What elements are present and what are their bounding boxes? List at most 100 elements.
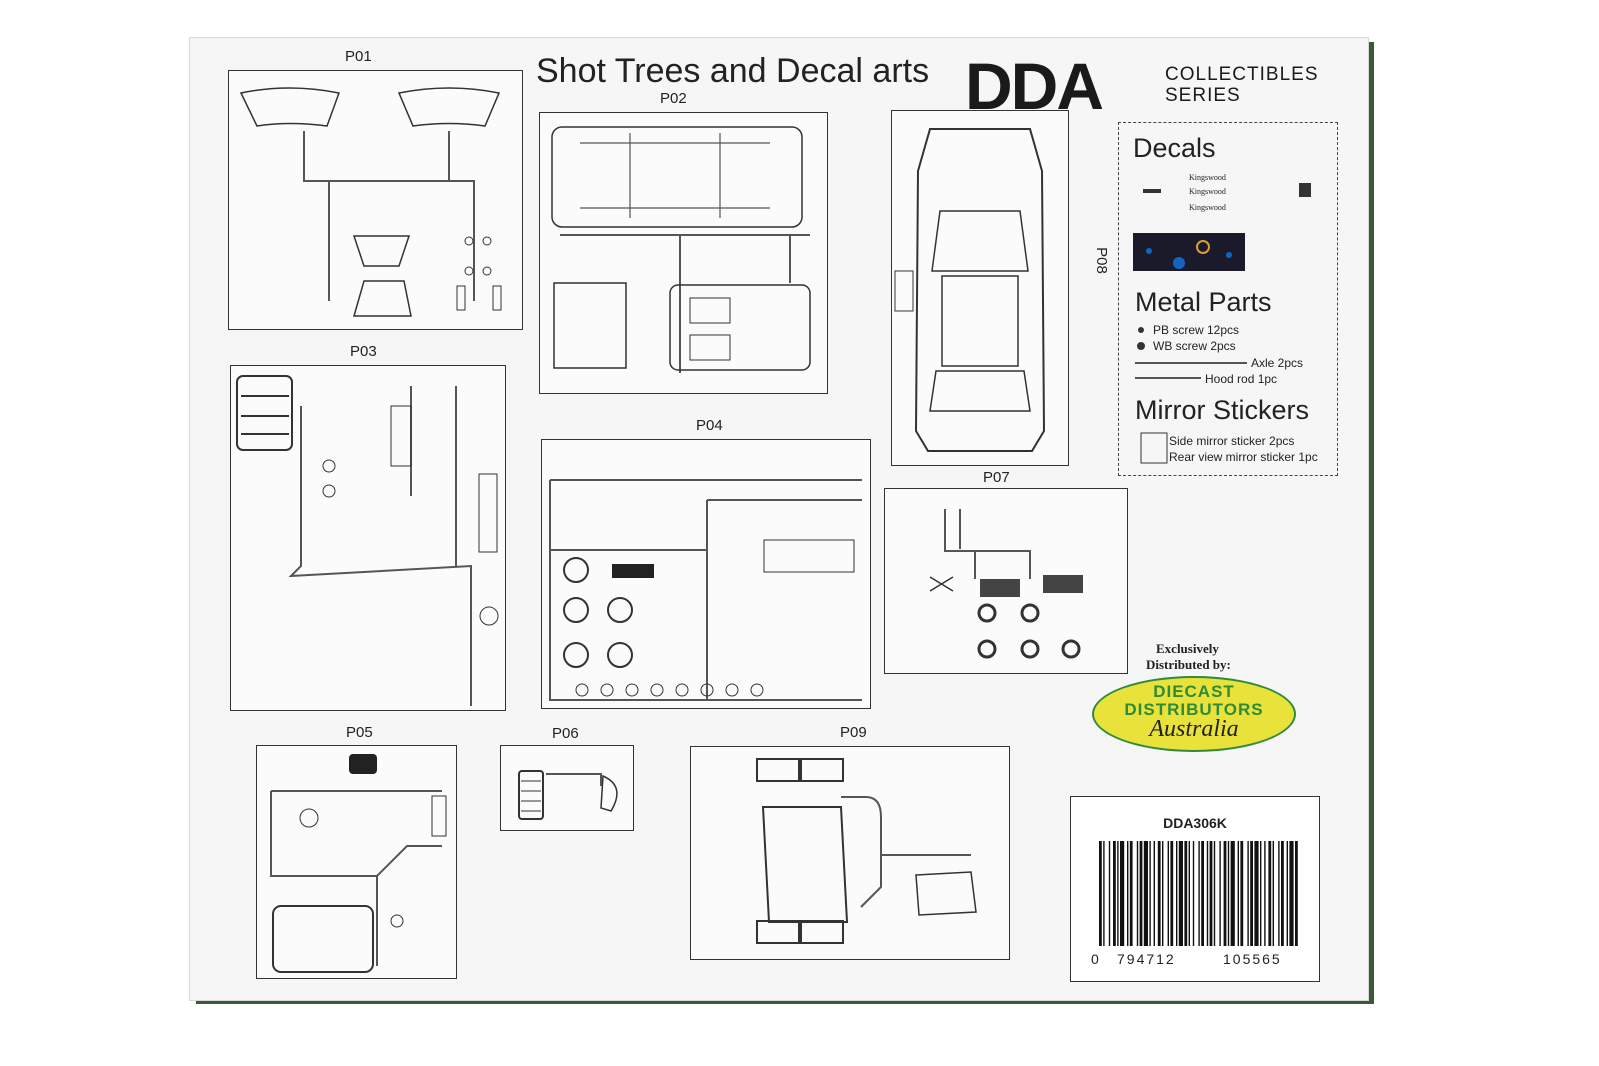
barcode-bar [1272,841,1274,946]
logo-australia: Australia [1149,716,1239,742]
metal-item-3: Axle 2pcs [1251,356,1304,370]
metal-parts-drawing [1135,327,1247,379]
sku-label: DDA306K [1163,815,1227,831]
barcode-bar [1157,841,1161,946]
brand-subtitle: COLLECTIBLES SERIES [1165,64,1319,106]
barcode-bar [1268,841,1272,946]
barcode-bar [1209,841,1213,946]
logo-diecast: DIECAST [1153,682,1235,701]
barcode-box: DDA306K 0 794712 105565 [1070,796,1320,982]
barcode-bar [1289,841,1294,946]
barcode-bar [1108,841,1111,946]
barcode-bar [1250,841,1253,946]
sprue-drawing-p01 [239,87,502,317]
barcode-bar [1264,841,1266,946]
sprue-panel-p08 [891,110,1069,466]
barcode-bar [1254,841,1259,946]
brand-sub-2: SERIES [1165,85,1241,106]
barcode-bar [1201,841,1204,946]
panel-label-p08: P08 [1092,247,1110,274]
mirror-item-2: Rear view mirror sticker 1pc [1169,450,1318,464]
barcode-bar [1213,841,1216,946]
barcode-bar [1117,841,1119,946]
barcode-bar [1120,841,1125,946]
metal-parts-heading: Metal Parts [1135,287,1272,317]
panel-label-p01: P01 [345,48,372,65]
panel-label-p04: P04 [696,417,723,434]
distributor-logo: DIECAST DISTRIBUTORS Australia [1092,676,1296,752]
sprue-drawing-p04 [549,479,862,701]
barcode-bar [1139,841,1143,946]
sprue-panel-p06 [500,745,634,831]
sprue-drawing-p03 [236,375,499,706]
barcode-bar [1099,841,1102,946]
barcode-bar [1188,841,1190,946]
page-title: Shot Trees and Decal arts [536,52,930,90]
sprue-panel-p09 [690,746,1010,960]
decal-kingswood-2: Kingswood [1189,187,1226,196]
barcode-bar [1281,841,1284,946]
panel-label-p09: P09 [840,724,867,741]
metal-item-1: PB screw 12pcs [1153,323,1240,337]
decal-sheet-drawing [1133,183,1311,271]
decal-kingswood-3: Kingswood [1189,203,1226,212]
barcode-bar [1127,841,1129,946]
metal-item-4: Hood rod 1pc [1205,372,1278,386]
barcode-bar [1247,841,1249,946]
panel-label-p02: P02 [660,90,687,107]
barcode-bar [1136,841,1139,946]
barcode-bar [1237,841,1239,946]
mirror-item-1: Side mirror sticker 2pcs [1169,434,1295,448]
sprue-drawing-p02 [551,126,811,373]
barcode-bar [1286,841,1288,946]
sprue-drawing-p07 [929,509,1083,659]
sprue-panel-p07 [884,488,1128,674]
barcode-bar [1178,841,1183,946]
barcode-bar [1260,841,1262,946]
sprue-drawing-p09 [756,758,977,944]
barcode-bar [1192,841,1195,946]
barcode-bar [1206,841,1209,946]
decals-heading: Decals [1133,133,1216,163]
barcode-bar [1184,841,1188,946]
mirror-stickers-heading: Mirror Stickers [1135,395,1309,425]
sprue-panel-p04 [541,439,871,709]
barcode-bar [1113,841,1116,946]
barcode-bar [1230,841,1235,946]
barcode-digits-right: 105565 [1223,951,1282,967]
panel-label-p06: P06 [552,725,579,742]
barcode-digits-left: 794712 [1117,951,1176,967]
brand-sub-1: COLLECTIBLES [1165,64,1319,85]
barcode-bar [1129,841,1133,946]
barcode-bar [1240,841,1244,946]
barcode-bar [1143,841,1148,946]
logo-distributors: DISTRIBUTORS [1124,700,1264,719]
panel-label-p07: P07 [983,469,1010,486]
barcode-bar [1198,841,1200,946]
barcode-bar [1176,841,1178,946]
barcode-bar [1223,841,1227,946]
panel-label-p03: P03 [350,343,377,360]
car-body-drawing-p08 [894,128,1046,452]
barcode-bar [1167,841,1169,946]
sprue-panel-p01 [228,70,523,330]
parts-legend: Decals Kingswood Kingswood Kingswood Met… [1118,122,1338,476]
sprue-panel-p02 [539,112,828,394]
mirror-sticker-drawing [1140,432,1168,464]
barcode-bar [1149,841,1151,946]
sprue-panel-p05 [256,745,457,979]
barcode-bar [1227,841,1230,946]
sprue-panel-p03 [230,365,506,711]
decal-kingswood-1: Kingswood [1189,173,1226,182]
barcode-digit-first: 0 [1091,951,1099,967]
barcode-bar [1295,841,1298,946]
barcode-bars [1099,841,1298,946]
barcode-bar [1170,841,1174,946]
distributed-by-text: Distributed by: [1146,657,1231,672]
sprue-drawing-p05 [270,754,447,973]
exclusively-text: Exclusively [1156,641,1219,656]
metal-item-2: WB screw 2pcs [1153,339,1236,353]
barcode-bar [1153,841,1155,946]
barcode-bar [1162,841,1164,946]
barcode-bar [1103,841,1105,946]
